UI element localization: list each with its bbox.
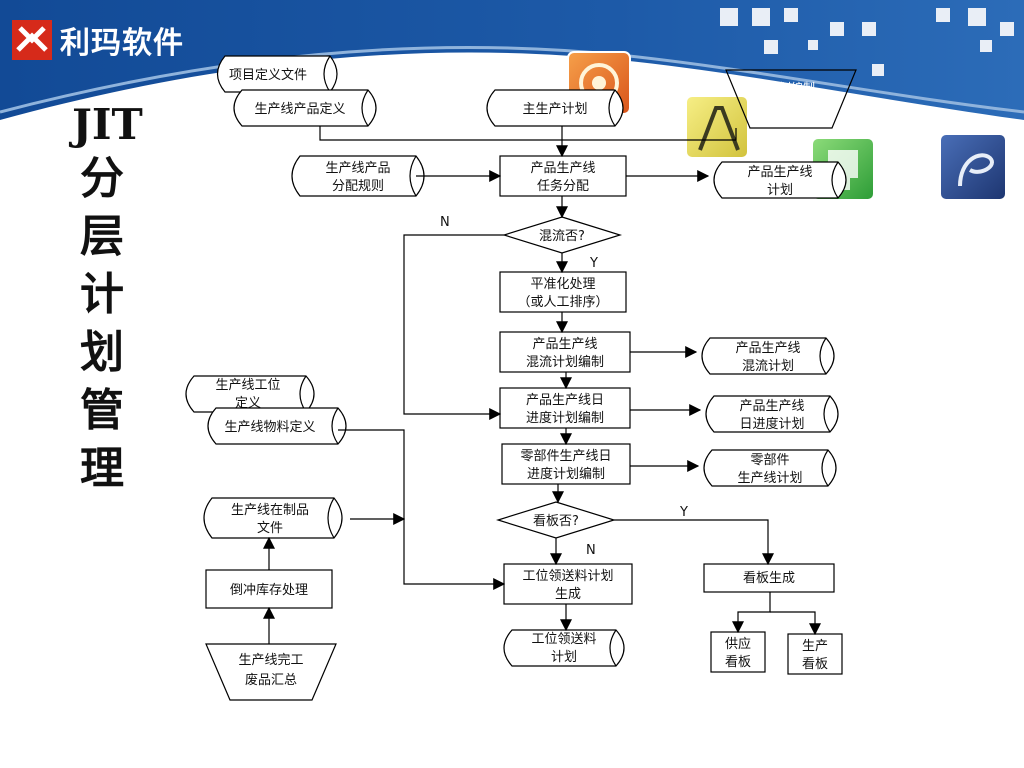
doc-project-def: 项目定义文件 — [218, 56, 338, 92]
label-n2: N — [586, 543, 596, 558]
trap-plan-date-line1: 计划编制 — [767, 80, 815, 95]
doc-mixed-plan-line2: 混流计划 — [742, 359, 794, 374]
connector-line-product-def — [320, 126, 562, 140]
label-y1: Y — [589, 256, 598, 271]
box-production-kanban-line2: 看板 — [802, 656, 828, 672]
decision-kanban: 看板否? — [498, 502, 614, 538]
doc-wip: 生产线在制品 文件 — [204, 498, 342, 538]
box-production-kanban: 生产 看板 — [788, 634, 842, 674]
doc-station-feed-line2: 计划 — [551, 650, 577, 665]
doc-line-product-def: 生产线产品定义 — [234, 90, 376, 126]
yellow-icon — [686, 96, 748, 158]
doc-wip-line1: 生产线在制品 — [231, 503, 309, 518]
doc-line-plan-line2: 计划 — [767, 183, 793, 198]
decision-mixed-label: 混流否? — [539, 229, 585, 244]
box-supply-kanban-line1: 供应 — [725, 636, 751, 652]
doc-material-def: 生产线物料定义 — [208, 408, 346, 444]
box-daily-plan-make: 产品生产线日 进度计划编制 — [500, 388, 630, 428]
box-backflush: 倒冲库存处理 — [206, 570, 332, 608]
box-station-feed-make-line1: 工位领送料计划 — [522, 569, 613, 584]
label-y2: Y — [679, 505, 688, 520]
doc-project-def-label: 项目定义文件 — [229, 68, 307, 83]
doc-station-def-line1: 生产线工位 — [215, 378, 280, 393]
box-leveling-line2: （或人工排序） — [517, 295, 608, 310]
decision-kanban-label: 看板否? — [533, 513, 579, 529]
doc-mixed-plan: 产品生产线 混流计划 — [702, 338, 834, 374]
trap-scrap-summary: 生产线完工 废品汇总 — [206, 644, 336, 700]
doc-line-product-def-label: 生产线产品定义 — [254, 102, 345, 117]
doc-daily-plan: 产品生产线 日进度计划 — [706, 396, 838, 432]
box-mixed-plan-make-line1: 产品生产线 — [532, 337, 597, 352]
blue-icon — [940, 134, 1006, 200]
label-n1: N — [440, 215, 450, 230]
doc-master-plan: 主生产计划 — [487, 90, 623, 126]
box-production-kanban-line1: 生产 — [802, 639, 828, 654]
doc-station-feed-line1: 工位领送料 — [531, 632, 596, 647]
box-mixed-plan-make: 产品生产线 混流计划编制 — [500, 332, 630, 372]
box-supply-kanban-line2: 看板 — [725, 654, 751, 670]
connector-kanban-yes — [614, 520, 768, 564]
doc-line-plan-line1: 产品生产线 — [747, 165, 812, 180]
box-backflush-label: 倒冲库存处理 — [230, 582, 308, 598]
connector-to-production — [770, 612, 815, 634]
doc-station-feed: 工位领送料 计划 — [504, 630, 624, 666]
doc-line-plan: 产品生产线 计划 — [714, 162, 846, 198]
box-leveling-line1: 平准化处理 — [530, 277, 595, 292]
doc-daily-plan-line1: 产品生产线 — [739, 399, 804, 414]
box-mixed-plan-make-line2: 混流计划编制 — [526, 355, 604, 370]
connector-material-to-feed — [338, 430, 504, 584]
doc-wip-line2: 文件 — [257, 521, 283, 536]
box-parts-plan-make-line1: 零部件生产线日 — [520, 449, 611, 464]
connector-to-supply — [738, 592, 770, 632]
box-station-feed-make: 工位领送料计划 生成 — [504, 564, 632, 604]
box-kanban-gen-label: 看板生成 — [743, 570, 795, 586]
trap-plan-date-line2: 日期设置 — [767, 101, 815, 115]
doc-material-def-label: 生产线物料定义 — [224, 420, 315, 435]
box-task-alloc-line1: 产品生产线 — [530, 161, 595, 176]
box-daily-plan-make-line1: 产品生产线日 — [526, 393, 604, 408]
box-task-alloc-line2: 任务分配 — [537, 178, 589, 194]
doc-line-alloc-rule: 生产线产品 分配规则 — [292, 156, 424, 196]
doc-parts-plan-line1: 零部件 — [750, 453, 789, 468]
doc-station-def: 生产线工位 定义 — [186, 376, 314, 412]
doc-parts-plan-line2: 生产线计划 — [737, 471, 802, 486]
box-daily-plan-make-line2: 进度计划编制 — [526, 410, 604, 426]
doc-master-plan-label: 主生产计划 — [522, 102, 587, 117]
box-supply-kanban: 供应 看板 — [711, 632, 765, 672]
box-parts-plan-make: 零部件生产线日 进度计划编制 — [502, 444, 630, 484]
doc-line-alloc-rule-line1: 生产线产品 — [325, 161, 390, 176]
box-leveling: 平准化处理 （或人工排序） — [500, 272, 626, 312]
connector-mixed-no — [404, 235, 504, 414]
trap-scrap-summary-line2: 废品汇总 — [245, 672, 297, 688]
decision-mixed: 混流否? — [504, 217, 620, 253]
box-parts-plan-make-line2: 进度计划编制 — [527, 466, 605, 482]
doc-line-alloc-rule-line2: 分配规则 — [332, 179, 384, 194]
doc-daily-plan-line2: 日进度计划 — [739, 416, 804, 432]
doc-mixed-plan-line1: 产品生产线 — [735, 341, 800, 356]
box-station-feed-make-line2: 生成 — [555, 587, 581, 602]
box-task-alloc: 产品生产线 任务分配 — [500, 156, 626, 196]
box-kanban-gen: 看板生成 — [704, 564, 834, 592]
doc-parts-plan: 零部件 生产线计划 — [704, 450, 836, 486]
trap-scrap-summary-line1: 生产线完工 — [238, 653, 303, 668]
